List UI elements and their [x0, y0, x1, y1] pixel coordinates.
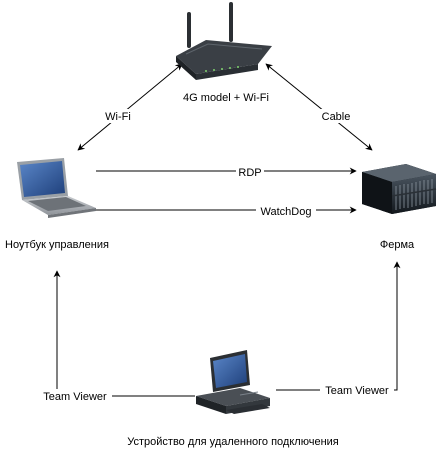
node-label-router: 4G model + Wi-Fi	[183, 92, 269, 104]
laptop-icon	[17, 158, 96, 218]
desktop-computer-icon	[196, 350, 270, 414]
node-label-laptop: Ноутбук управления	[5, 239, 109, 251]
edge-label-teamviewer-right: Team Viewer	[325, 385, 389, 397]
edge-teamviewer-left	[53, 270, 195, 397]
edge-label-cable: Cable	[322, 111, 351, 123]
node-label-remote: Устройство для удаленного подключения	[127, 436, 339, 448]
edge-cable	[265, 63, 373, 151]
wifi-router-icon	[176, 2, 272, 80]
node-label-farm: Ферма	[380, 239, 415, 251]
edge-teamviewer-right	[276, 261, 401, 391]
edge-wifi	[77, 63, 183, 151]
edge-label-teamviewer-left: Team Viewer	[43, 391, 107, 403]
edge-label-rdp: RDP	[238, 167, 261, 179]
edge-label-wifi: Wi-Fi	[105, 111, 131, 123]
edge-label-watchdog: WatchDog	[261, 206, 312, 218]
server-rack-icon	[362, 164, 437, 214]
